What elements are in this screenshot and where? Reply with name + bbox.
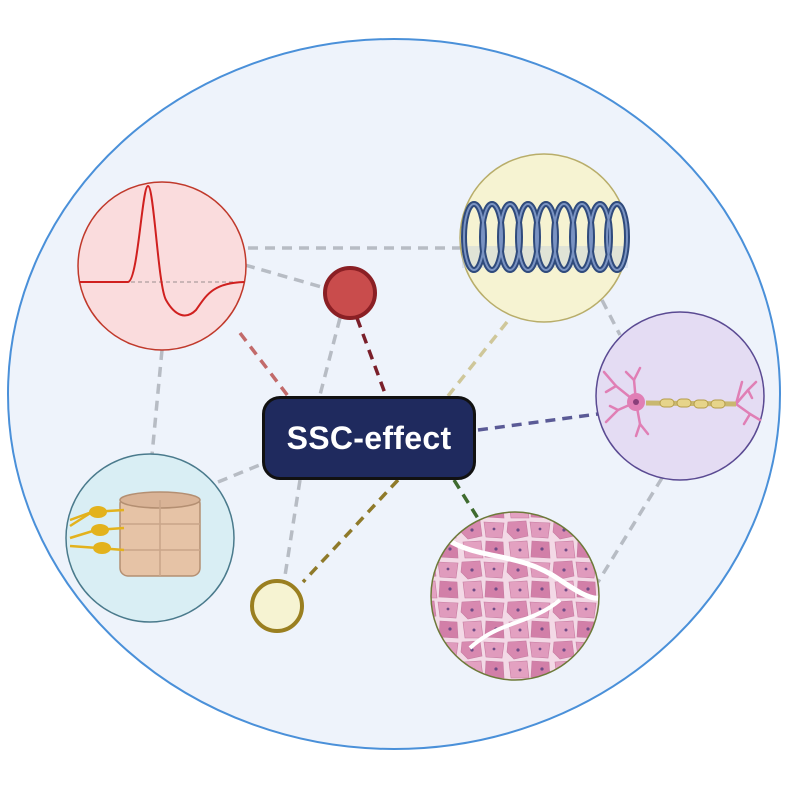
yellow-dot-icon — [250, 579, 304, 633]
center-label-text: SSC-effect — [286, 419, 452, 456]
action-potential-waveform-icon — [80, 184, 245, 317]
node-muscle-tissue — [430, 511, 600, 681]
node-action-potential — [77, 181, 247, 351]
connector-line-red — [238, 331, 290, 398]
connector-line-navy — [477, 412, 599, 432]
myelin-sheath — [659, 398, 726, 409]
node-spring — [459, 153, 630, 323]
coil-spring-icon — [461, 201, 630, 273]
red-dot-icon — [323, 266, 377, 320]
connector-lines-gray — [150, 246, 664, 583]
spinal-cord-segment-icon — [119, 491, 201, 577]
connector-line-green — [452, 479, 496, 545]
connector-line-darkred — [355, 317, 388, 397]
node-neuron — [595, 311, 765, 481]
center-label-box: SSC-effect — [262, 396, 476, 480]
muscle-tissue-histology-icon — [431, 512, 599, 680]
node-spinal-cord — [65, 453, 235, 623]
connector-line-gold — [301, 478, 400, 584]
